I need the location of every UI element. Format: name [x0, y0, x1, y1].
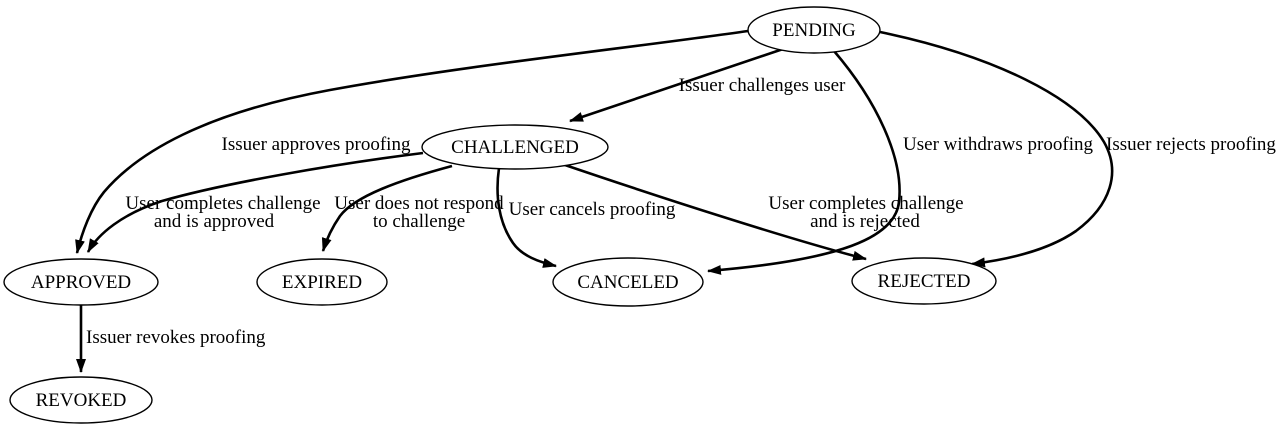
state-node-canceled-label: CANCELED — [577, 272, 678, 293]
state-node-revoked-shape — [9, 376, 153, 424]
state-node-revoked: REVOKED — [9, 376, 153, 424]
edge-challenged-expired-label-line1: User does not respond — [334, 193, 504, 214]
edge-pending-canceled-arrow — [707, 50, 901, 275]
edge-challenged-canceled-arrow — [496, 167, 557, 268]
edge-approved-revoked: Issuer revokes proofing — [76, 305, 266, 373]
state-node-expired: EXPIRED — [256, 258, 388, 306]
edge-approved-revoked-label: Issuer revokes proofing — [86, 327, 266, 348]
edge-pending-rejected: Issuer rejects proofing — [879, 30, 1276, 268]
state-node-challenged: CHALLENGED — [421, 124, 609, 170]
state-node-expired-label: EXPIRED — [282, 272, 362, 293]
state-node-pending-label: PENDING — [772, 20, 856, 41]
edge-pending-approved-arrow — [75, 29, 749, 254]
edge-challenged-canceled: User cancels proofing — [496, 167, 676, 268]
state-node-pending-shape — [747, 6, 881, 54]
state-node-approved-shape — [3, 258, 159, 306]
state-node-rejected-shape — [851, 257, 997, 305]
edge-pending-challenged: Issuer challenges user — [569, 45, 846, 123]
edge-pending-rejected-arrow — [879, 30, 1114, 268]
edge-pending-canceled: User withdraws proofing — [707, 50, 1093, 275]
edge-pending-rejected-label: Issuer rejects proofing — [1106, 134, 1276, 155]
state-node-revoked-label: REVOKED — [36, 390, 127, 411]
edge-challenged-expired: User does not respond to challenge — [321, 164, 504, 252]
state-node-rejected: REJECTED — [851, 257, 997, 305]
edge-challenged-approved-arrow — [86, 151, 424, 253]
edge-pending-approved-label: Issuer approves proofing — [222, 134, 411, 155]
edge-challenged-canceled-label: User cancels proofing — [509, 199, 676, 220]
state-node-rejected-label: REJECTED — [878, 271, 971, 292]
edge-pending-canceled-label: User withdraws proofing — [903, 134, 1093, 155]
edge-challenged-expired-arrow — [321, 164, 453, 252]
edge-challenged-approved: User completes challenge and is approved — [86, 151, 424, 253]
edge-challenged-rejected-label-line1: User completes challenge — [768, 193, 963, 214]
state-node-approved: APPROVED — [3, 258, 159, 306]
edge-challenged-rejected-label-line2: and is rejected — [810, 211, 920, 232]
edge-challenged-rejected-arrow — [561, 162, 867, 261]
state-node-canceled: CANCELED — [552, 257, 704, 307]
edge-pending-challenged-arrow — [569, 45, 790, 123]
state-node-pending: PENDING — [747, 6, 881, 54]
state-node-approved-label: APPROVED — [31, 272, 131, 293]
edge-pending-approved: Issuer approves proofing — [75, 29, 749, 254]
edge-challenged-rejected: User completes challenge and is rejected — [561, 162, 964, 261]
edge-pending-challenged-label: Issuer challenges user — [679, 75, 846, 96]
state-node-challenged-shape — [421, 124, 609, 170]
state-node-challenged-label: CHALLENGED — [451, 137, 579, 158]
edge-challenged-expired-label-line2: to challenge — [373, 211, 465, 232]
edge-challenged-approved-label-line1: User completes challenge — [125, 193, 320, 214]
state-node-canceled-shape — [552, 257, 704, 307]
edge-challenged-approved-label-line2: and is approved — [154, 211, 275, 232]
state-node-expired-shape — [256, 258, 388, 306]
